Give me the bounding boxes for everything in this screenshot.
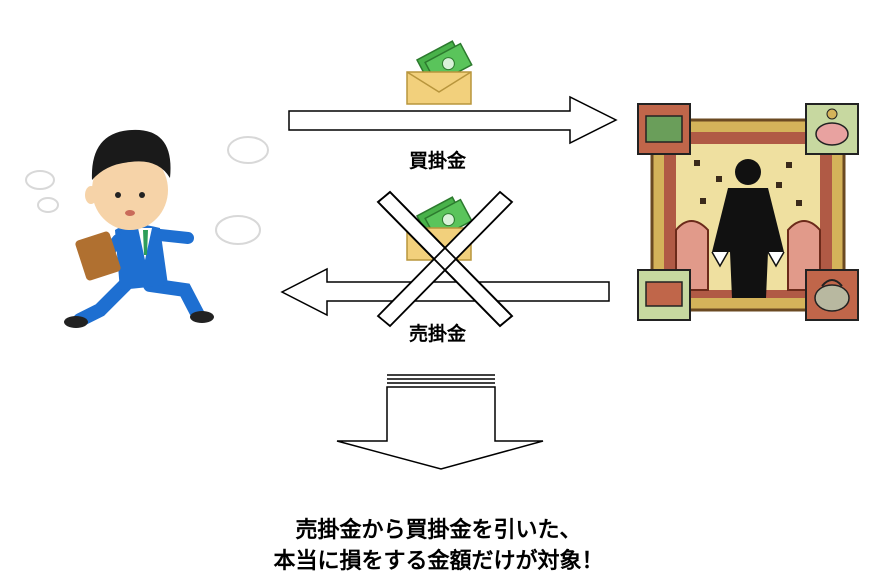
caption-line-2: 本当に損をする金額だけが対象！ — [273, 549, 604, 574]
result-down-arrow — [336, 374, 544, 470]
receivable-flow-arrow — [280, 267, 610, 317]
payable-label: 買掛金 — [409, 150, 467, 172]
receivable-label: 売掛金 — [409, 323, 467, 345]
money-envelope-icon — [406, 40, 473, 105]
running-businessman-icon — [25, 129, 269, 328]
businessman-money-collage-icon — [637, 103, 859, 321]
payable-flow-arrow — [288, 95, 618, 145]
cross-mark-icon — [376, 190, 514, 328]
caption-line-1: 売掛金から買掛金を引いた、 — [295, 518, 582, 543]
